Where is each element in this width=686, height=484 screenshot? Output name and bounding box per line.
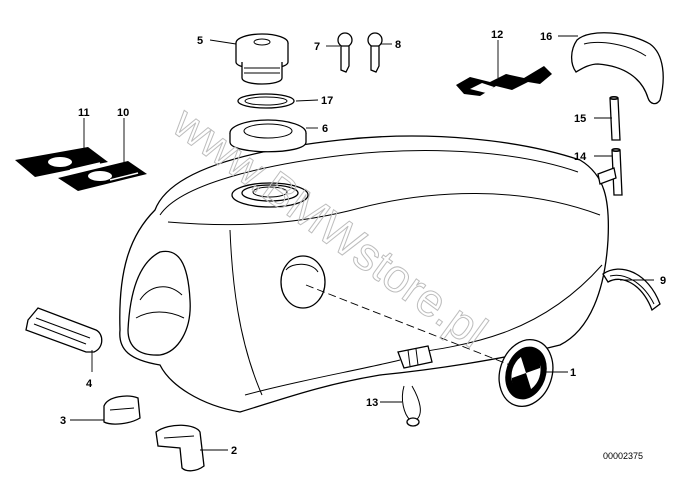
- callout-3: 3: [60, 415, 66, 427]
- fuel-tank: [119, 135, 610, 413]
- drawing-number: 00002375: [603, 451, 643, 461]
- bmw-emblem: [498, 339, 554, 407]
- knee-pad: [570, 32, 664, 105]
- callout-11: 11: [78, 107, 90, 119]
- filler-ring: [229, 119, 307, 153]
- filler-cap: [235, 33, 289, 85]
- callout-7: 7: [314, 41, 320, 53]
- callout-13: 13: [366, 397, 378, 409]
- callout-6: 6: [322, 123, 328, 135]
- key-8: [367, 32, 383, 73]
- callout-8: 8: [395, 39, 401, 51]
- edge-trim: [602, 268, 661, 312]
- callout-10: 10: [117, 107, 129, 119]
- callout-12: 12: [491, 29, 503, 41]
- fuel-hose: [609, 96, 621, 141]
- reflector: [25, 307, 103, 353]
- stripe-decal: [456, 66, 552, 96]
- gasket-ring: [237, 93, 295, 109]
- key-7: [337, 32, 353, 73]
- callout-labels: 5 7 8 12 16 17 6 11 10 15 14 9 1 4 3 13 …: [60, 29, 666, 457]
- callout-17: 17: [321, 95, 333, 107]
- cover-2: [155, 424, 205, 472]
- callout-5: 5: [197, 35, 203, 47]
- decal-sheets: [15, 147, 147, 191]
- callout-2: 2: [231, 445, 237, 457]
- clip-13: [401, 385, 421, 427]
- callout-16: 16: [540, 31, 552, 43]
- callout-15: 15: [574, 113, 586, 125]
- fuel-tap: [597, 148, 623, 196]
- leader-lines: [70, 35, 654, 451]
- cover-3: [103, 395, 141, 425]
- callout-4: 4: [86, 378, 93, 390]
- callout-14: 14: [574, 151, 587, 163]
- callout-1: 1: [570, 367, 576, 379]
- callout-9: 9: [660, 275, 666, 287]
